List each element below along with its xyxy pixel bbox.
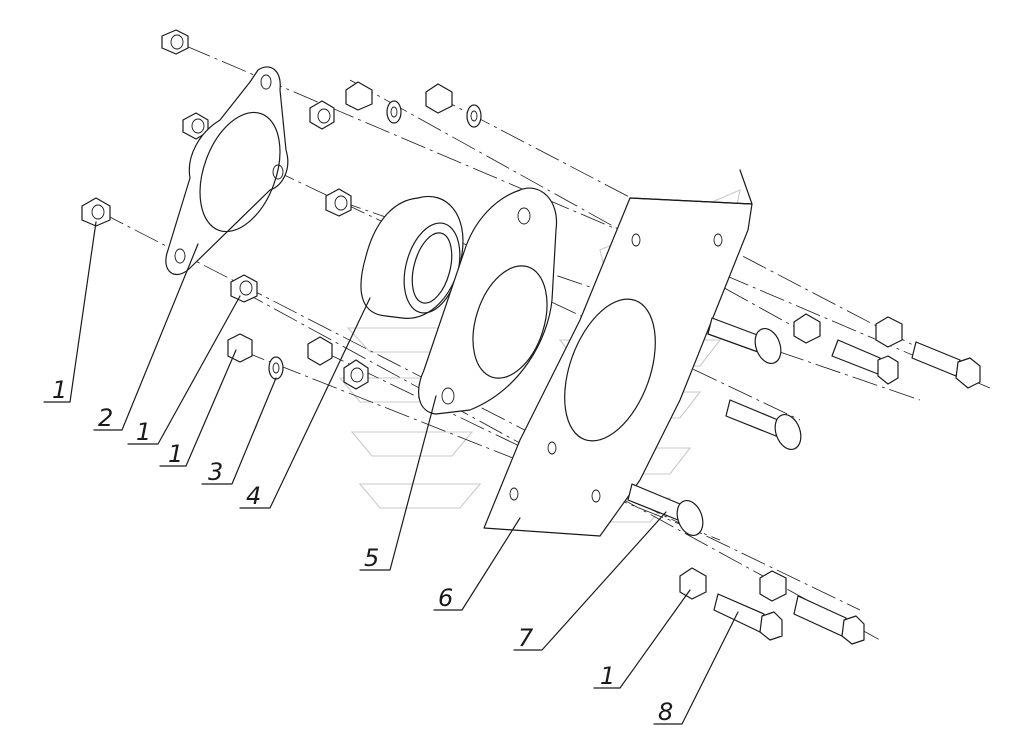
- hex-nut-center-a: [309, 100, 335, 130]
- carriage-bolt-upper: [707, 317, 782, 365]
- bearing-insert: [360, 195, 464, 319]
- flange-plate: [165, 66, 289, 275]
- washer-top-b: [466, 104, 482, 128]
- hex-nut-mid-left: [230, 274, 258, 303]
- hex-nut-left: [81, 197, 111, 227]
- callout-1-b: 1: [136, 418, 151, 446]
- hex-nut-bottom-b: [759, 570, 787, 602]
- hex-bolt-bottom-b: [793, 595, 865, 645]
- hex-bolt-right-b: [911, 341, 981, 389]
- callout-5: 5: [364, 544, 379, 572]
- hex-nut-top-b: [425, 83, 453, 114]
- mounting-bracket: [483, 169, 753, 537]
- callout-2: 2: [98, 404, 113, 432]
- callout-4: 4: [246, 482, 261, 510]
- hex-nut-right-a: [793, 313, 821, 344]
- washer-left: [268, 356, 284, 380]
- hex-nut-right-b: [875, 316, 903, 348]
- hex-nut-bottom-a: [679, 567, 707, 600]
- bearing-housing: [418, 187, 558, 415]
- callout-1-d: 1: [600, 662, 615, 690]
- callout-7: 7: [518, 624, 534, 652]
- hex-bolt-right-a: [831, 339, 899, 385]
- callout-6: 6: [438, 584, 453, 612]
- callout-8: 8: [658, 698, 673, 726]
- hex-bolt-bottom-a: [713, 593, 783, 641]
- hex-nut-top-left: [161, 29, 189, 55]
- hex-nut-top-a: [345, 81, 373, 111]
- callout-1-c: 1: [168, 440, 183, 468]
- callout-1-a: 1: [52, 376, 67, 404]
- carriage-bolt-middle: [725, 399, 802, 451]
- hex-nut-center-b: [325, 188, 352, 217]
- hex-nut-lower-left: [227, 333, 253, 363]
- callout-labels: 1 2 1 1 3 4 5 6 7 1 8: [52, 376, 673, 726]
- hex-nut-center-c: [307, 336, 333, 366]
- washer-top-a: [386, 100, 402, 124]
- callout-3: 3: [208, 458, 223, 486]
- leader-lines: [43, 221, 739, 725]
- carriage-bolt-lower: [627, 483, 704, 537]
- hex-nut-center-d: [343, 359, 369, 390]
